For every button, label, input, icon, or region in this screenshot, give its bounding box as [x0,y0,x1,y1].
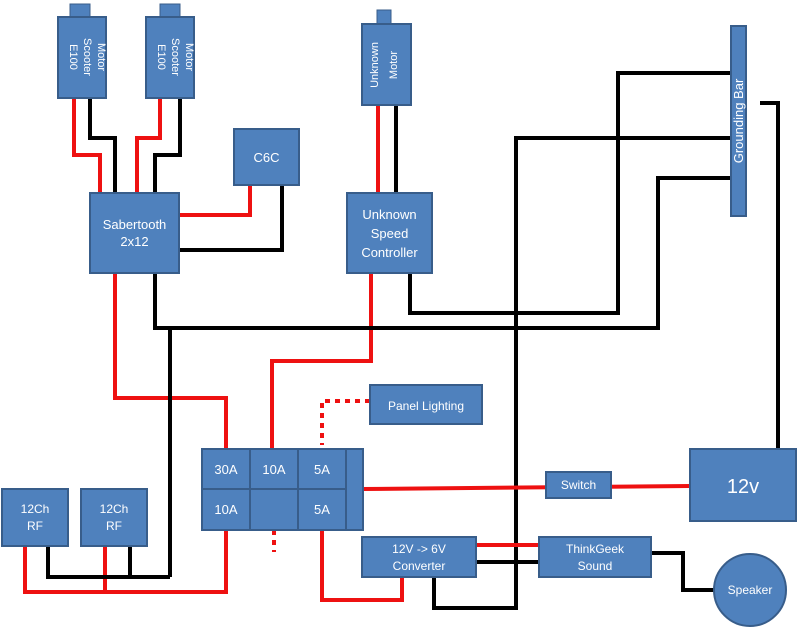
ground-wire [46,546,170,579]
speaker-label: Speaker [728,583,773,597]
speaker: Speaker [713,553,787,627]
speed-controller: Unknown Speed Controller [346,192,433,274]
battery-label: 12v [727,476,759,498]
panel-lighting-label: Panel Lighting [388,399,464,413]
thinkgeek-sound: ThinkGeek Sound [538,536,652,578]
motor-right: E100 Scooter Motor [145,16,195,99]
panel-lighting: Panel Lighting [369,384,483,425]
grounding-bar: Grounding Bar [730,25,747,217]
positive-wire [362,484,691,491]
positive-wire [72,98,102,193]
motor-right-label-1: E100 [155,44,167,70]
motor-left-label-2: Scooter [81,38,93,76]
motor-terminal [159,3,181,19]
fuse-slot [249,488,299,531]
motor-right-label-3: Motor [183,43,195,71]
motor-terminal [376,9,392,25]
fuse-slot [297,448,347,490]
c6c-label: C6C [253,150,279,165]
fuse-block: 30A 10A 5A 10A 5A [201,448,364,531]
fuse-label-5a-bottom: 5A [314,502,330,517]
motor-left: E100 Scooter Motor [57,16,107,99]
rf-left-label-1: 12Ch [21,502,50,516]
fuse-slot [249,448,299,490]
thinkgeek-label-2: Sound [578,559,613,573]
ground-wire [153,98,182,193]
rf-right-label-1: 12Ch [100,502,129,516]
sabertooth-label-2: 2x12 [120,234,148,249]
battery-12v: 12v [689,448,797,522]
motor-unknown-label-1: Unknown [369,42,381,88]
rf-left: 12Ch RF [1,488,69,547]
motor-left-label-1: E100 [67,44,79,70]
fuse-block-rail [345,448,364,531]
panel-lighting-wire [320,399,370,445]
fuse-label-5a: 5A [314,462,330,477]
grounding-bar-label: Grounding Bar [731,78,746,163]
speed-controller-label-1: Unknown [362,207,416,222]
positive-wire [320,530,404,602]
ground-wire [179,185,284,252]
ground-wire [760,101,780,449]
fuse-label-10a: 10A [262,462,285,477]
thinkgeek-label-1: ThinkGeek [566,542,625,556]
speaker-wire [651,551,714,592]
converter-label-2: Converter [393,559,446,573]
ground-wire [408,71,731,315]
sabertooth: Sabertooth 2x12 [89,192,180,274]
fuse-label-10a-bottom: 10A [214,502,237,517]
rf-left-label-2: RF [27,519,43,533]
switch-label: Switch [561,478,596,492]
switch: Switch [545,471,612,499]
motor-terminal [69,3,91,19]
positive-wire [23,530,228,594]
c6c: C6C [233,128,300,186]
converter-label-1: 12V -> 6V [392,542,446,556]
fuse-slot [201,448,251,490]
motor-right-label-2: Scooter [169,38,181,76]
wires [23,71,780,610]
sabertooth-label-1: Sabertooth [103,217,167,232]
rf-right-label-2: RF [106,519,122,533]
positive-wire [270,273,373,449]
rf-right: 12Ch RF [80,488,148,547]
ground-wire [432,136,731,610]
motor-unknown-label-2: Motor [388,51,400,79]
ground-wire [88,98,117,193]
speed-controller-label-2: Speed [371,226,409,241]
ground-wire [153,176,731,330]
speed-controller-label-3: Controller [361,245,418,260]
motor-unknown: Unknown Motor [361,23,412,106]
positive-wire [135,98,162,193]
positive-wire [179,185,252,217]
fuse-label-30a: 30A [214,462,237,477]
motor-left-label-3: Motor [95,43,107,71]
converter: 12V -> 6V Converter [361,536,477,578]
